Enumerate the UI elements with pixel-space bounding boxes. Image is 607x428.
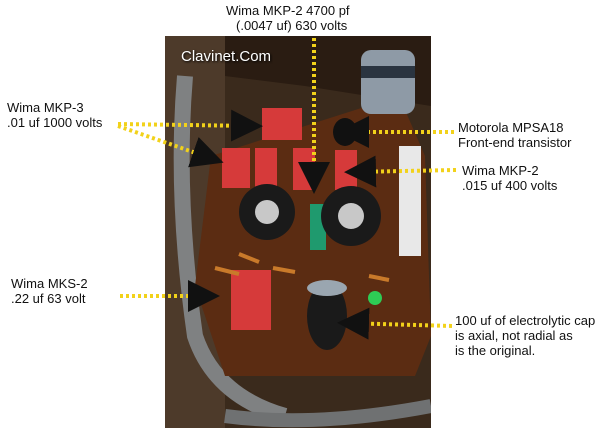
label-line: .01 uf 1000 volts (7, 115, 103, 130)
label-line: 100 uf of electrolytic cap (455, 313, 596, 328)
label-mkp2-4700pf: Wima MKP-2 4700 pf (.0047 uf) 630 volts (226, 3, 350, 33)
label-mkp3: Wima MKP-3 .01 uf 1000 volts (7, 100, 102, 130)
watermark: Clavinet.Com (181, 48, 272, 65)
label-line: is axial, not radial as (455, 328, 573, 343)
label-line: Wima MKP-2 4700 pf (226, 3, 350, 18)
label-line: Wima MKS-2 (11, 276, 88, 291)
label-line: (.0047 uf) 630 volts (236, 18, 348, 33)
label-electrolytic-cap: 100 uf of electrolytic cap is axial, not… (455, 313, 595, 358)
circuit-board-photo (165, 36, 431, 428)
label-mpsa18: Motorola MPSA18 Front-end transistor (458, 120, 571, 150)
label-line: Motorola MPSA18 (458, 120, 564, 135)
label-line: is the original. (455, 343, 536, 358)
label-line: .22 uf 63 volt (11, 291, 86, 306)
label-line: Wima MKP-3 (7, 100, 84, 115)
label-line: Wima MKP-2 (462, 163, 539, 178)
label-mks2: Wima MKS-2 .22 uf 63 volt (11, 276, 88, 306)
label-line: Front-end transistor (458, 135, 572, 150)
label-line: .015 uf 400 volts (462, 178, 558, 193)
label-mkp2-015uf: Wima MKP-2 .015 uf 400 volts (462, 163, 557, 193)
